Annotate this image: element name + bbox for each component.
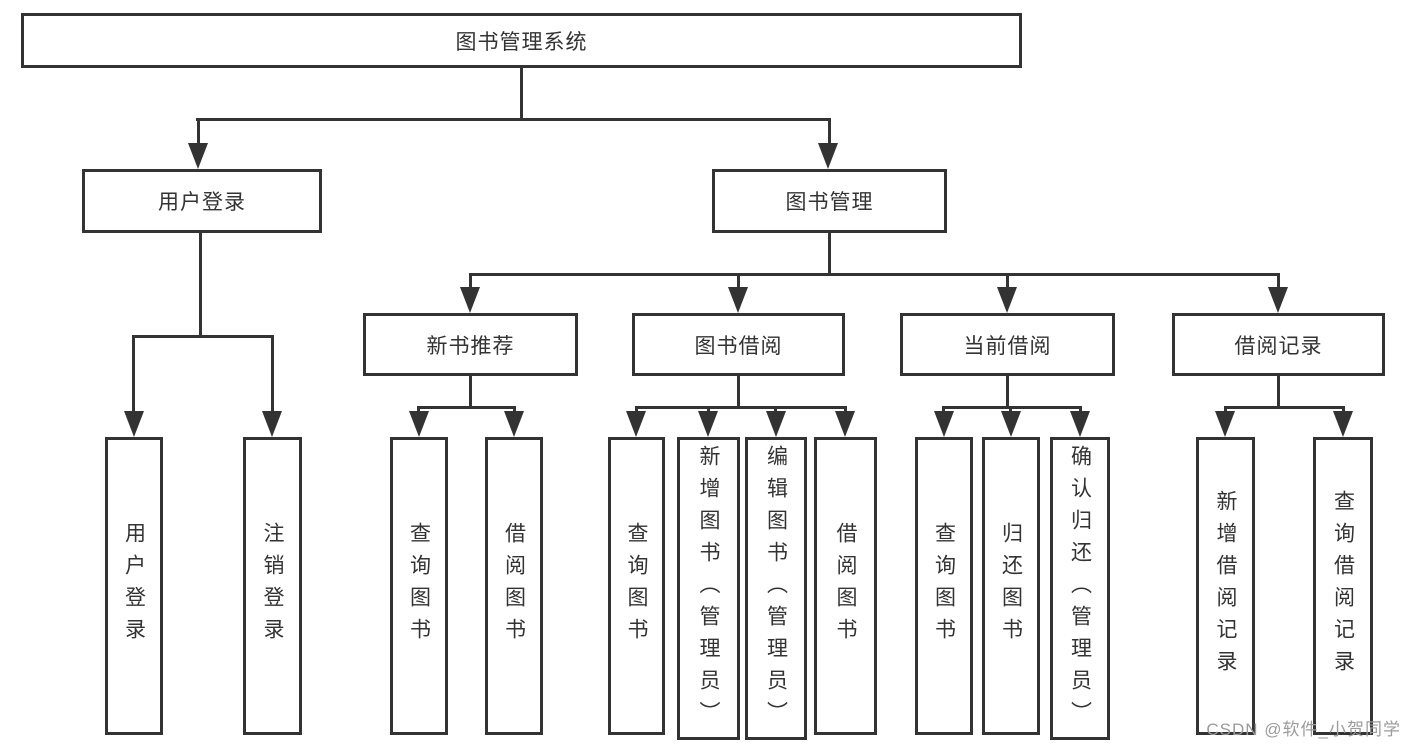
connector-line [707,406,710,414]
arrow-head [1268,287,1288,313]
connector-line [737,376,740,406]
leaf-query-borrow-record-label: 查询借阅记录 [1331,490,1355,682]
leaf-add-book-admin-label: 新增图书（管理员） [697,444,720,733]
leaf-borrow-books-recommend: 借阅图书 [485,437,543,735]
connector-line [1342,406,1345,414]
connector-line [469,273,1280,276]
leaf-confirm-return-admin-label: 确认归还（管理员） [1068,444,1092,733]
node-current-borrow-label: 当前借阅 [963,334,1052,358]
connector-line [1006,273,1009,289]
connector-line [1079,406,1082,414]
node-book-management: 图书管理 [712,169,947,233]
leaf-add-borrow-record-label: 新增借阅记录 [1214,490,1237,682]
arrow-head [409,411,429,437]
connector-line [942,406,1082,409]
arrow-head [818,143,838,169]
connector-line [737,273,740,289]
node-user-login: 用户登录 [82,169,322,233]
arrow-head [1333,411,1353,437]
leaf-borrow-books-recommend-label: 借阅图书 [502,522,526,650]
node-book-management-label: 图书管理 [785,191,874,214]
arrow-head [934,411,954,437]
leaf-query-books-borrow: 查询图书 [608,437,665,735]
arrow-head [728,287,748,313]
leaf-edit-book-admin-label: 编辑图书（管理员） [764,444,788,733]
node-book-borrow: 图书借阅 [632,313,845,376]
leaf-query-books-current-label: 查询图书 [932,522,956,650]
arrow-head [504,411,524,437]
leaf-query-books-recommend-label: 查询图书 [407,522,431,650]
connector-line [199,233,202,335]
leaf-add-book-admin: 新增图书（管理员） [677,437,740,740]
connector-line [1006,376,1009,406]
node-new-book-recommend-label: 新书推荐 [426,334,515,358]
leaf-confirm-return-admin: 确认归还（管理员） [1050,437,1110,740]
leaf-borrow-books-label: 借阅图书 [834,522,857,650]
connector-line [520,68,523,118]
connector-line [271,335,274,413]
connector-line [197,118,200,145]
node-borrow-records-label: 借阅记录 [1234,334,1323,358]
arrow-head [1070,411,1090,437]
connector-line [1224,406,1345,409]
leaf-edit-book-admin: 编辑图书（管理员） [745,437,807,740]
leaf-logout: 注销登录 [243,437,302,735]
connector-line [469,376,472,406]
connector-line [1009,406,1012,414]
node-current-borrow: 当前借阅 [900,313,1115,376]
connector-line [196,118,831,121]
leaf-add-borrow-record: 新增借阅记录 [1196,437,1255,735]
leaf-query-books-borrow-label: 查询图书 [625,522,648,650]
leaf-user-login: 用户登录 [105,437,163,735]
connector-line [1277,273,1280,289]
arrow-head [835,411,855,437]
connector-line [417,406,420,414]
csdn-watermark: CSDN @软件_小贺同学 [1206,720,1401,739]
node-new-book-recommend: 新书推荐 [363,313,578,376]
leaf-return-books-label: 归还图书 [999,522,1023,650]
leaf-return-books: 归还图书 [982,437,1040,735]
arrow-head [626,411,646,437]
connector-line [828,233,831,273]
connector-line [1277,376,1280,406]
connector-line [635,406,638,414]
connector-line [844,406,847,414]
leaf-logout-label: 注销登录 [261,522,284,650]
arrow-head [766,411,786,437]
arrow-head [997,287,1017,313]
arrow-head [460,287,480,313]
connector-line [417,406,516,409]
connector-line [132,335,135,413]
arrow-head [188,143,208,169]
arrow-head [262,411,282,437]
node-borrow-records: 借阅记录 [1172,313,1385,376]
leaf-query-borrow-record: 查询借阅记录 [1313,437,1373,735]
connector-line [469,273,472,289]
connector-line [774,406,777,414]
leaf-user-login-label: 用户登录 [122,522,146,650]
connector-line [1224,406,1227,414]
leaf-borrow-books: 借阅图书 [814,437,877,735]
connector-line [513,406,516,414]
arrow-head [698,411,718,437]
connector-line [635,406,847,409]
node-library-system-label: 图书管理系统 [455,30,588,54]
node-library-system: 图书管理系统 [21,13,1022,68]
node-user-login-label: 用户登录 [158,191,246,214]
arrow-head [1215,411,1235,437]
node-book-borrow-label: 图书借阅 [694,334,783,358]
connector-line [132,335,274,338]
connector-line [942,406,945,414]
arrow-head [124,411,144,437]
arrow-head [1001,411,1021,437]
leaf-query-books-recommend: 查询图书 [390,437,448,735]
connector-line [828,118,831,145]
leaf-query-books-current: 查询图书 [915,437,973,735]
